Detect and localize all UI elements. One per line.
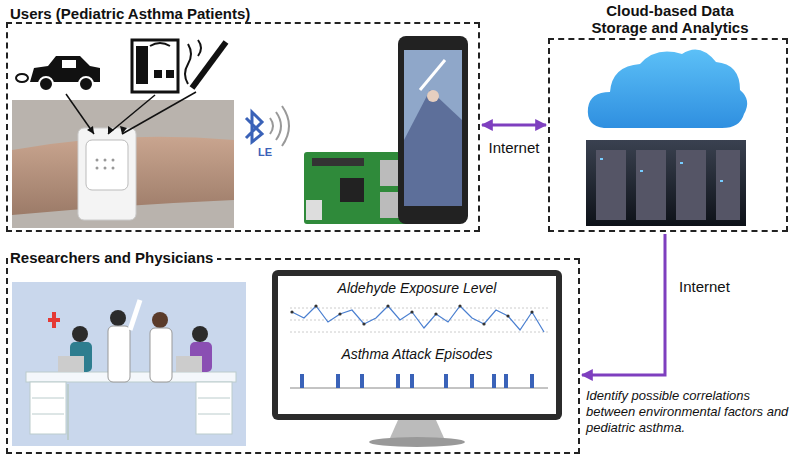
- chart-title: Aldehyde Exposure Level: [278, 280, 556, 296]
- group-heading: Researchers and Physicians: [8, 249, 217, 266]
- edge-label: Internet: [677, 278, 732, 295]
- dashed-frame: [548, 38, 788, 232]
- edge-label: Internet: [487, 139, 542, 156]
- chart-title: Asthma Attack Episodes: [278, 346, 556, 362]
- group-heading: Cloud-based Data Storage and Analytics: [583, 2, 759, 36]
- group-box: Users (Pediatric Asthma Patients): [6, 4, 480, 232]
- group-heading: Users (Pediatric Asthma Patients): [8, 5, 254, 22]
- connector: [482, 124, 546, 127]
- caption-note: Identify possible correlations between e…: [586, 388, 790, 436]
- bluetooth-label: LE: [258, 146, 272, 158]
- group-box: Researchers and Physicians: [6, 246, 580, 454]
- group-box: Cloud-based Data Storage and Analytics: [548, 2, 788, 232]
- dashed-frame: [6, 22, 480, 232]
- connector: [582, 234, 665, 375]
